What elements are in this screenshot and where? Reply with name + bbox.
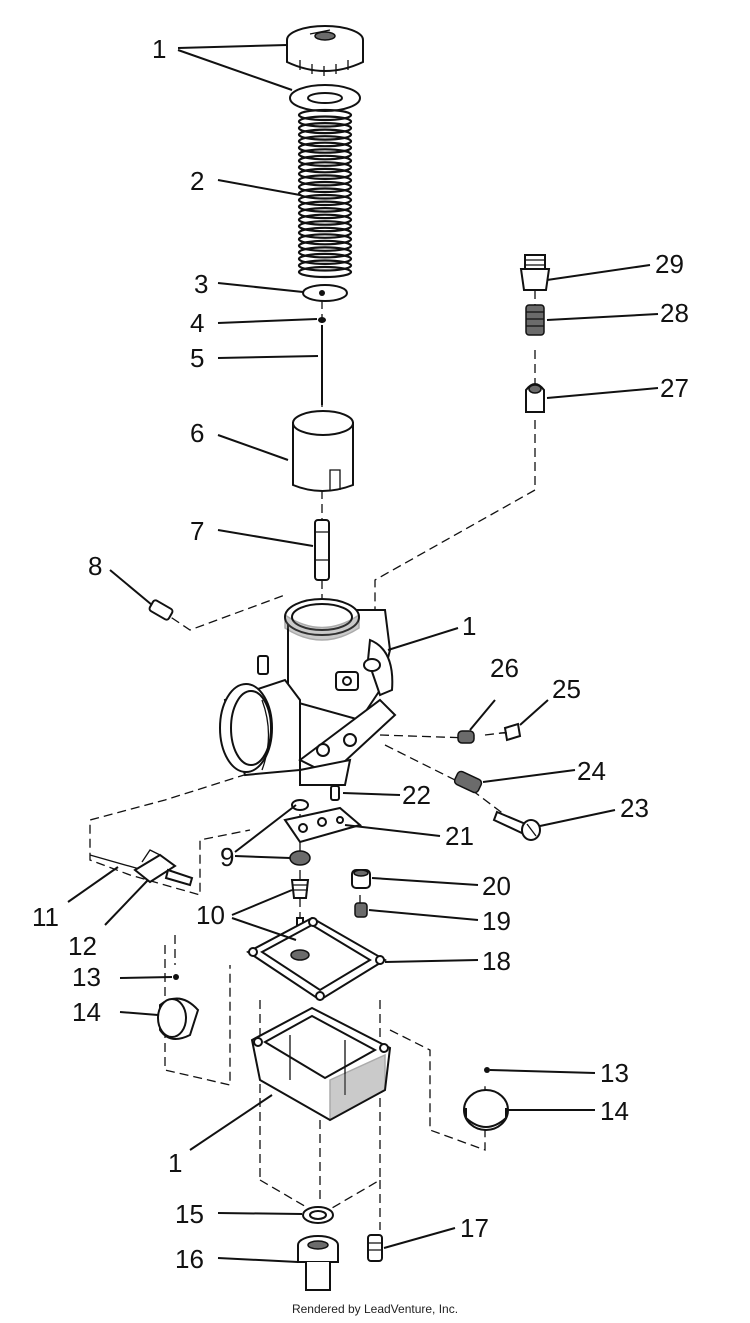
callout-8: 8 bbox=[88, 551, 102, 581]
callout-12: 12 bbox=[68, 931, 97, 961]
callout-4: 4 bbox=[190, 308, 204, 338]
part-float-arm-12 bbox=[133, 849, 194, 887]
callout-7: 7 bbox=[190, 516, 204, 546]
spring-coil bbox=[297, 135, 353, 148]
callout-22: 22 bbox=[402, 780, 431, 810]
part-spring-28 bbox=[525, 304, 545, 336]
part-e-clip bbox=[318, 317, 326, 323]
callout-2: 2 bbox=[190, 166, 204, 196]
spring-coil bbox=[297, 200, 353, 213]
part-plate-21 bbox=[283, 806, 363, 844]
callout-14-left: 14 bbox=[72, 997, 101, 1027]
part-cap-14-right bbox=[463, 1089, 509, 1131]
spring-coil bbox=[297, 226, 353, 239]
part-idle-spring-24 bbox=[453, 770, 483, 794]
callout-18: 18 bbox=[482, 946, 511, 976]
part-jet-20 bbox=[351, 869, 371, 889]
part-screw-22 bbox=[330, 785, 340, 801]
spring-coil bbox=[297, 187, 353, 200]
spring-coil bbox=[297, 161, 353, 174]
callout-28: 28 bbox=[660, 298, 689, 328]
part-needle-jet bbox=[314, 519, 330, 581]
callout-9: 9 bbox=[220, 842, 234, 872]
part-screw-13-left bbox=[173, 974, 179, 980]
part-oring-15 bbox=[302, 1206, 334, 1224]
part-float-gasket-18 bbox=[246, 916, 387, 1002]
callout-labels: 1 2 3 4 5 6 7 8 1 29 28 27 26 25 24 23 2… bbox=[32, 34, 689, 1274]
callout-19: 19 bbox=[482, 906, 511, 936]
callout-25: 25 bbox=[552, 674, 581, 704]
spring-coil bbox=[297, 259, 353, 272]
spring-coil bbox=[297, 239, 353, 252]
spring-coil bbox=[297, 148, 353, 161]
spring-coil bbox=[297, 115, 353, 128]
part-washer-9a bbox=[291, 799, 309, 811]
callout-13-left: 13 bbox=[72, 962, 101, 992]
spring-coil bbox=[297, 141, 353, 154]
spring-coil bbox=[297, 174, 353, 187]
part-throttle-slide bbox=[292, 410, 354, 492]
part-main-jet-16 bbox=[297, 1235, 339, 1291]
callout-21: 21 bbox=[445, 821, 474, 851]
part-air-screw bbox=[148, 599, 174, 621]
callout-11: 11 bbox=[32, 902, 59, 932]
spring-coil bbox=[297, 108, 353, 122]
callout-13-right: 13 bbox=[600, 1058, 629, 1088]
part-drain-screw-17 bbox=[367, 1234, 383, 1262]
part-retainer-plate bbox=[302, 284, 348, 302]
spring-coil bbox=[297, 233, 353, 246]
spring-coil bbox=[297, 154, 353, 167]
callout-14-right: 14 bbox=[600, 1096, 629, 1126]
spring-coil bbox=[297, 213, 353, 226]
part-spring bbox=[297, 108, 353, 279]
spring-coil bbox=[297, 128, 353, 141]
part-float-bowl bbox=[250, 1006, 392, 1122]
callout-24: 24 bbox=[577, 756, 606, 786]
part-fitting-29 bbox=[519, 254, 551, 291]
callout-15: 15 bbox=[175, 1199, 204, 1229]
callout-17: 17 bbox=[460, 1213, 489, 1243]
part-pilot-screw-26 bbox=[457, 730, 475, 744]
spring-coil bbox=[297, 246, 353, 259]
callout-26: 26 bbox=[490, 653, 519, 683]
callout-20: 20 bbox=[482, 871, 511, 901]
spring-coil bbox=[297, 220, 353, 233]
callout-3: 3 bbox=[194, 269, 208, 299]
part-idle-screw-23 bbox=[492, 810, 541, 841]
spring-coil bbox=[297, 265, 353, 279]
spring-coil bbox=[297, 180, 353, 194]
callout-23: 23 bbox=[620, 793, 649, 823]
part-plunger-27 bbox=[525, 383, 545, 413]
part-gasket-ring bbox=[289, 84, 361, 112]
spring-coil bbox=[297, 207, 353, 220]
part-cap bbox=[286, 25, 364, 76]
callout-27: 27 bbox=[660, 373, 689, 403]
spring-coil bbox=[297, 252, 353, 265]
spring-coil bbox=[297, 167, 353, 180]
callout-1-body: 1 bbox=[462, 611, 476, 641]
spring-coil bbox=[297, 122, 353, 135]
part-washer-9b bbox=[289, 850, 311, 866]
leader-lines bbox=[67, 44, 659, 1263]
callout-29: 29 bbox=[655, 249, 684, 279]
part-screw-13-right bbox=[484, 1067, 490, 1073]
part-cap-14-left bbox=[157, 997, 200, 1040]
render-credit: Rendered by LeadVenture, Inc. bbox=[291, 1302, 459, 1316]
callout-5: 5 bbox=[190, 343, 204, 373]
part-carburetor-body bbox=[219, 598, 397, 786]
part-jet-19 bbox=[354, 902, 368, 918]
callout-1-top: 1 bbox=[152, 34, 166, 64]
spring-coil bbox=[297, 193, 353, 207]
callout-16: 16 bbox=[175, 1244, 204, 1274]
callout-1-bowl: 1 bbox=[168, 1148, 182, 1178]
callout-10: 10 bbox=[196, 900, 225, 930]
part-pilot-screw-25 bbox=[500, 722, 522, 742]
callout-6: 6 bbox=[190, 418, 204, 448]
